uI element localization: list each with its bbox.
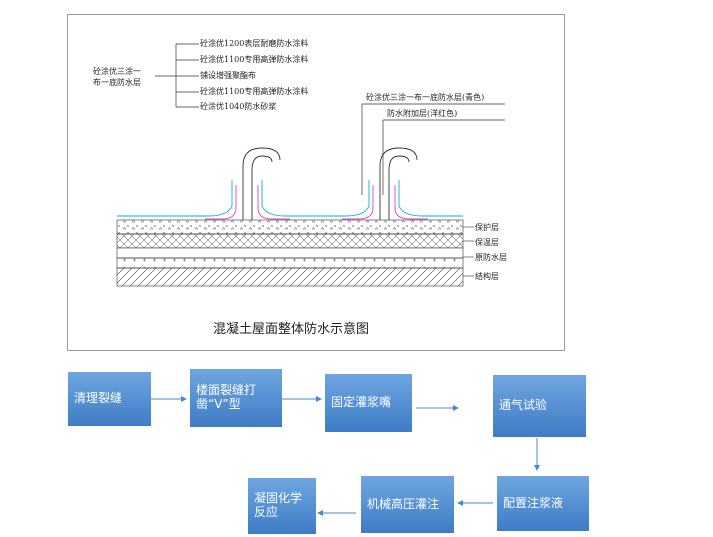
layer-stack xyxy=(116,219,464,287)
flow-step-high-pressure-injection: 机械高压灌注 xyxy=(361,476,454,533)
group-item-1: 砼涂优1200表层耐磨防水涂料 xyxy=(200,39,309,48)
flow-step-ventilation-test: 通气试验 xyxy=(493,375,586,437)
group-item-4: 砼涂优1100专用高弹防水涂料 xyxy=(200,87,309,96)
group-label-line1: 砼涂优三涂一 xyxy=(93,67,141,76)
flow-step-prepare-grout: 配置注浆液 xyxy=(497,476,589,531)
flow-step-clean-cracks: 清理裂缝 xyxy=(68,372,151,426)
note-magenta-layer: 防水附加层(洋红色) xyxy=(387,109,458,118)
group-bracket xyxy=(155,43,199,108)
layer-label-insulation: 保温层 xyxy=(475,238,499,247)
layer-label-original-waterproof: 原防水层 xyxy=(475,253,507,262)
group-item-3: 铺设增强聚酯布 xyxy=(200,71,256,80)
flow-step-chisel-v-groove: 楼面裂缝打凿“V”型 xyxy=(190,369,282,427)
flow-step-fix-nozzles: 固定灌浆嘴 xyxy=(325,374,412,432)
roof-section-diagram xyxy=(116,43,505,287)
group-label: 砼涂优三涂一 布一底防水层 xyxy=(93,66,141,88)
note-cyan-layer: 砼涂优三涂一布一底防水层(青色) xyxy=(366,93,485,102)
diagram-frame xyxy=(67,14,565,351)
layer-leaders xyxy=(463,226,474,277)
note-leaders xyxy=(361,103,505,195)
layer-label-structural: 结构层 xyxy=(475,272,499,281)
flow-step-chemical-curing: 凝固化学反应 xyxy=(248,478,316,534)
group-label-line2: 布一底防水层 xyxy=(93,78,141,87)
structural-layer xyxy=(116,267,464,287)
group-item-2: 砼涂优1100专用高弹防水涂料 xyxy=(200,55,309,64)
diagram-caption: 混凝土屋面整体防水示意图 xyxy=(213,322,370,337)
layer-label-protective: 保护层 xyxy=(475,223,499,232)
vent-pipes xyxy=(242,147,418,220)
group-item-5: 砼涂优1040防水砂浆 xyxy=(200,102,277,111)
membrane-lines xyxy=(117,180,463,220)
